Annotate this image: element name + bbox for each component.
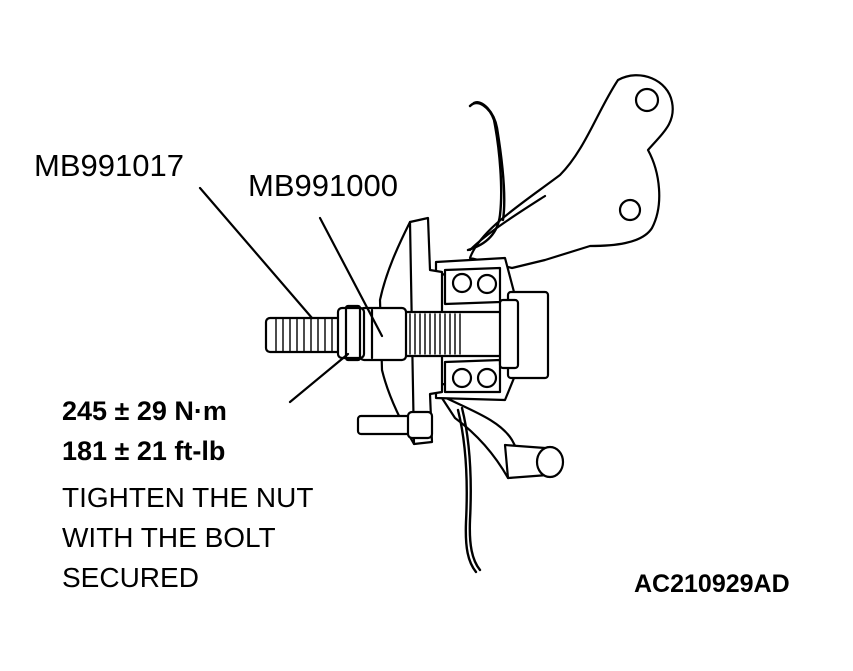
tool-label-mb991000: MB991000 — [248, 168, 398, 203]
upper-mount-hole — [634, 87, 660, 113]
instruction-line-1: TIGHTEN THE NUT — [62, 482, 314, 513]
leader-mb991000 — [318, 216, 384, 338]
figure-code: AC210929AD — [634, 570, 790, 598]
tool-mb991000-socket — [358, 306, 408, 362]
leader-torque — [288, 352, 350, 404]
torque-spec-ftlb: 181 ± 21 ft-lb — [62, 436, 226, 466]
abs-sensor-wire — [456, 101, 506, 574]
tool-label-mb991017: MB991017 — [34, 148, 184, 183]
instruction-line-3: SECURED — [62, 562, 199, 593]
instruction-line-2: WITH THE BOLT — [62, 522, 276, 553]
knuckle-upper-arm — [468, 74, 674, 270]
tool-mb991017 — [264, 304, 366, 362]
hub-bolt — [356, 410, 434, 440]
lower-mount-hole — [618, 198, 642, 222]
axle-shaft — [398, 298, 520, 370]
leader-mb991017 — [198, 186, 314, 320]
knuckle-lower-arm — [438, 393, 565, 480]
torque-spec-nm: 245 ± 29 N·m — [62, 396, 227, 426]
leader-lines — [198, 186, 384, 404]
